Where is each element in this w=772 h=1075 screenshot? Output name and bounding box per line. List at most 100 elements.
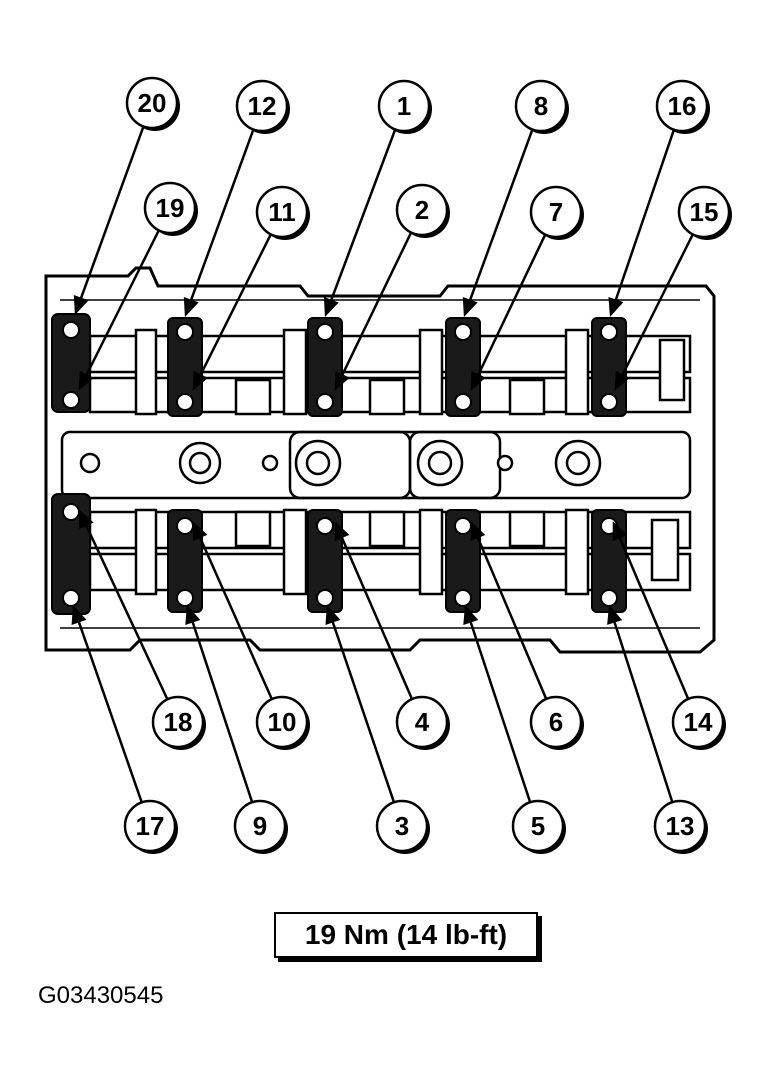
leader-line-9 bbox=[191, 620, 254, 803]
callout-14: 14 bbox=[671, 695, 726, 750]
callout-circle-5 bbox=[511, 799, 565, 853]
callout-circle-2 bbox=[395, 183, 449, 237]
callout-1: 1 bbox=[377, 79, 432, 134]
callout-label-20: 20 bbox=[138, 88, 167, 118]
bolt-heads bbox=[62, 321, 618, 607]
callout-label-4: 4 bbox=[415, 707, 430, 737]
callout-circle-17 bbox=[123, 799, 177, 853]
arrowhead-20 bbox=[73, 294, 89, 315]
callout-13: 13 bbox=[653, 799, 708, 854]
callout-20: 20 bbox=[125, 76, 180, 131]
leader-line-12 bbox=[189, 129, 255, 302]
leader-line-19 bbox=[85, 229, 160, 377]
leader-line-4 bbox=[340, 536, 414, 700]
leader-line-10 bbox=[198, 536, 273, 700]
callout-circle-14 bbox=[671, 695, 725, 749]
callout-circle-11 bbox=[255, 185, 309, 239]
leader-line-15 bbox=[621, 233, 694, 377]
arrowhead-18 bbox=[78, 509, 94, 530]
arrowhead-17 bbox=[71, 605, 87, 625]
torque-spec-label: 19 Nm (14 lb-ft) bbox=[274, 912, 538, 958]
leader-line-5 bbox=[469, 620, 532, 803]
leader-line-17 bbox=[77, 620, 143, 803]
leader-line-2 bbox=[340, 231, 413, 376]
arrowhead-5 bbox=[463, 604, 479, 625]
callout-4: 4 bbox=[395, 695, 450, 750]
arrowhead-10 bbox=[192, 521, 208, 542]
callout-circle-19 bbox=[143, 181, 197, 235]
callout-circle-7 bbox=[529, 185, 583, 239]
arrowhead-7 bbox=[470, 370, 486, 391]
callout-19: 19 bbox=[143, 181, 198, 236]
callout-11: 11 bbox=[255, 185, 310, 240]
arrowhead-11 bbox=[192, 370, 208, 391]
arrowhead-16 bbox=[608, 297, 624, 318]
leader-line-13 bbox=[613, 620, 674, 803]
callout-label-13: 13 bbox=[666, 811, 695, 841]
callout-9: 9 bbox=[233, 799, 288, 854]
callout-label-1: 1 bbox=[397, 91, 411, 121]
callout-3: 3 bbox=[375, 799, 430, 854]
callout-circle-6 bbox=[529, 695, 583, 749]
leader-line-1 bbox=[329, 128, 397, 302]
callout-circle-15 bbox=[677, 185, 731, 239]
callout-circle-1 bbox=[377, 79, 431, 133]
callout-label-15: 15 bbox=[690, 197, 719, 227]
leader-arrows bbox=[71, 126, 694, 803]
leader-line-11 bbox=[199, 233, 272, 377]
arrowhead-8 bbox=[462, 296, 478, 317]
callout-5: 5 bbox=[511, 799, 566, 854]
callout-12: 12 bbox=[235, 79, 290, 134]
arrowhead-19 bbox=[78, 370, 94, 391]
callout-7: 7 bbox=[529, 185, 584, 240]
callout-label-14: 14 bbox=[684, 707, 713, 737]
callout-2: 2 bbox=[395, 183, 450, 238]
callout-label-3: 3 bbox=[395, 811, 409, 841]
callout-circle-10 bbox=[255, 695, 309, 749]
arrowhead-9 bbox=[185, 604, 201, 625]
callout-circle-8 bbox=[514, 79, 568, 133]
callout-label-17: 17 bbox=[136, 811, 165, 841]
callout-label-9: 9 bbox=[253, 811, 267, 841]
leader-line-14 bbox=[618, 536, 690, 700]
callout-10: 10 bbox=[255, 695, 310, 750]
callout-label-7: 7 bbox=[549, 197, 563, 227]
callout-label-19: 19 bbox=[156, 193, 185, 223]
leader-line-3 bbox=[331, 620, 396, 803]
arrowhead-4 bbox=[334, 521, 350, 542]
callout-circle-18 bbox=[151, 695, 205, 749]
leader-line-7 bbox=[476, 234, 547, 376]
callout-circle-3 bbox=[375, 799, 429, 853]
callout-circle-9 bbox=[233, 799, 287, 853]
arrowhead-3 bbox=[325, 604, 341, 625]
arrowhead-13 bbox=[607, 604, 623, 625]
callout-label-8: 8 bbox=[534, 91, 548, 121]
arrowhead-2 bbox=[334, 370, 350, 391]
callout-label-10: 10 bbox=[268, 707, 297, 737]
arrowhead-15 bbox=[614, 370, 630, 391]
arrowhead-6 bbox=[470, 521, 486, 542]
callout-circle-12 bbox=[235, 79, 289, 133]
callout-18: 18 bbox=[151, 695, 206, 750]
figure-id: G03430545 bbox=[38, 982, 164, 1009]
spark-plug-wells bbox=[79, 439, 602, 487]
callout-label-2: 2 bbox=[415, 195, 429, 225]
callout-circle-13 bbox=[653, 799, 707, 853]
callout-label-6: 6 bbox=[549, 707, 563, 737]
callout-label-18: 18 bbox=[164, 707, 193, 737]
leader-line-16 bbox=[614, 129, 676, 302]
callout-16: 16 bbox=[655, 79, 710, 134]
callout-15: 15 bbox=[677, 185, 732, 240]
callout-label-11: 11 bbox=[268, 197, 296, 227]
spark-plug-rail bbox=[60, 430, 692, 500]
callout-circle-20 bbox=[125, 76, 179, 130]
callout-17: 17 bbox=[123, 799, 178, 854]
leader-line-20 bbox=[79, 126, 145, 300]
arrowhead-12 bbox=[183, 296, 199, 317]
callout-8: 8 bbox=[514, 79, 569, 134]
callout-circle-4 bbox=[395, 695, 449, 749]
arrowhead-14 bbox=[612, 521, 628, 542]
callout-circle-16 bbox=[655, 79, 709, 133]
